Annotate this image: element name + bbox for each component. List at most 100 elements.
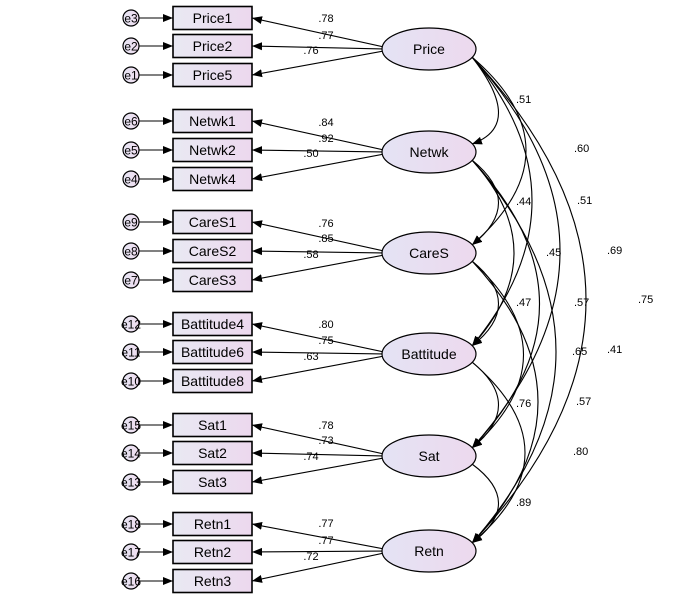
loading-arrow bbox=[251, 153, 385, 182]
correlation-value: .57 bbox=[576, 396, 591, 408]
loading-value: .77 bbox=[318, 535, 333, 547]
indicator-label: Battitude8 bbox=[181, 373, 244, 389]
loading-arrow bbox=[251, 146, 385, 155]
loading-value: .76 bbox=[318, 218, 333, 230]
indicator-box bbox=[172, 267, 253, 293]
error-label: e9 bbox=[124, 216, 138, 230]
indicator-label: Retn1 bbox=[194, 516, 232, 532]
correlation-arc bbox=[462, 46, 587, 544]
loading-value: .80 bbox=[318, 319, 333, 331]
error-term bbox=[122, 170, 140, 188]
loading-value: .78 bbox=[318, 420, 333, 432]
latent-label: Netwk bbox=[410, 144, 450, 160]
loading-arrow bbox=[251, 348, 385, 357]
error-label: e10 bbox=[121, 375, 141, 389]
indicator-label: CareS2 bbox=[189, 243, 237, 259]
error-term bbox=[122, 543, 140, 561]
indicator-box bbox=[172, 511, 253, 537]
correlation-value: .51 bbox=[516, 94, 531, 106]
latent-construct bbox=[381, 27, 477, 71]
loading-value: .63 bbox=[303, 351, 318, 363]
correlation-arc bbox=[462, 149, 540, 449]
indicator-label: Price1 bbox=[193, 10, 233, 26]
correlation-value: .75 bbox=[638, 294, 653, 306]
error-term bbox=[122, 572, 140, 590]
loading-arrow bbox=[251, 521, 385, 550]
latent-label: Retn bbox=[414, 543, 444, 559]
loading-arrow bbox=[251, 355, 385, 384]
correlation-arc bbox=[461, 352, 526, 544]
indicator-label: Netwk4 bbox=[189, 171, 236, 187]
correlation-value: .51 bbox=[577, 195, 592, 207]
indicator-box bbox=[172, 568, 253, 594]
loading-value: .77 bbox=[318, 518, 333, 530]
error-term bbox=[122, 271, 140, 289]
error-term bbox=[122, 444, 140, 462]
loading-arrow bbox=[251, 42, 385, 51]
latent-label: Sat bbox=[418, 448, 439, 464]
correlation-arc bbox=[461, 454, 499, 544]
latent-construct bbox=[381, 434, 477, 478]
correlation-value: .60 bbox=[574, 143, 589, 155]
loading-value: .58 bbox=[303, 249, 318, 261]
error-label: e13 bbox=[121, 476, 141, 490]
latent-construct bbox=[381, 231, 477, 275]
error-label: e14 bbox=[121, 447, 141, 461]
nodes-layer bbox=[122, 5, 477, 594]
indicator-label: Retn3 bbox=[194, 573, 232, 589]
indicator-box bbox=[172, 368, 253, 394]
correlation-arc bbox=[461, 251, 525, 449]
indicator-box bbox=[172, 209, 253, 235]
latent-construct bbox=[381, 529, 477, 573]
indicator-box bbox=[172, 62, 253, 88]
correlation-arc bbox=[462, 46, 500, 145]
error-label: e15 bbox=[121, 419, 141, 433]
correlation-value: .45 bbox=[546, 247, 561, 259]
latent-label: CareS bbox=[409, 245, 449, 261]
error-term bbox=[122, 37, 140, 55]
error-label: e2 bbox=[124, 40, 138, 54]
error-term bbox=[122, 343, 140, 361]
error-term bbox=[122, 473, 140, 491]
loading-value: .73 bbox=[318, 435, 333, 447]
indicator-box bbox=[172, 166, 253, 192]
error-term bbox=[122, 515, 140, 533]
error-label: e17 bbox=[121, 546, 141, 560]
loading-arrow bbox=[251, 254, 385, 283]
indicator-label: Battitude4 bbox=[181, 316, 244, 332]
paths-layer bbox=[139, 14, 587, 585]
loading-arrow bbox=[251, 247, 385, 256]
error-term bbox=[122, 416, 140, 434]
error-label: e12 bbox=[121, 318, 141, 332]
indicator-label: Netwk1 bbox=[189, 113, 236, 129]
correlation-arc bbox=[461, 150, 499, 246]
error-term bbox=[122, 213, 140, 231]
indicator-box bbox=[172, 311, 253, 337]
indicator-label: Netwk2 bbox=[189, 142, 236, 158]
loading-arrow bbox=[251, 322, 385, 353]
loading-value: .74 bbox=[303, 451, 318, 463]
error-term bbox=[122, 372, 140, 390]
error-term bbox=[122, 315, 140, 333]
indicator-label: Price5 bbox=[193, 67, 233, 83]
indicator-box bbox=[172, 412, 253, 438]
correlation-arc bbox=[462, 149, 557, 544]
indicator-label: Battitude6 bbox=[181, 344, 244, 360]
indicator-box bbox=[172, 339, 253, 365]
loading-arrow bbox=[251, 16, 385, 48]
latent-construct bbox=[381, 332, 477, 376]
loading-arrow bbox=[251, 552, 385, 583]
indicator-box bbox=[172, 238, 253, 264]
indicator-label: CareS1 bbox=[189, 214, 237, 230]
error-term bbox=[122, 112, 140, 130]
error-label: e3 bbox=[124, 12, 138, 26]
correlation-value: .47 bbox=[516, 297, 531, 309]
correlation-value: .89 bbox=[516, 497, 531, 509]
indicator-box bbox=[172, 539, 253, 565]
loading-value: .78 bbox=[318, 13, 333, 25]
correlation-value: .76 bbox=[516, 398, 531, 410]
error-label: e5 bbox=[124, 144, 138, 158]
indicator-label: CareS3 bbox=[189, 272, 237, 288]
correlation-value: .69 bbox=[607, 245, 622, 257]
